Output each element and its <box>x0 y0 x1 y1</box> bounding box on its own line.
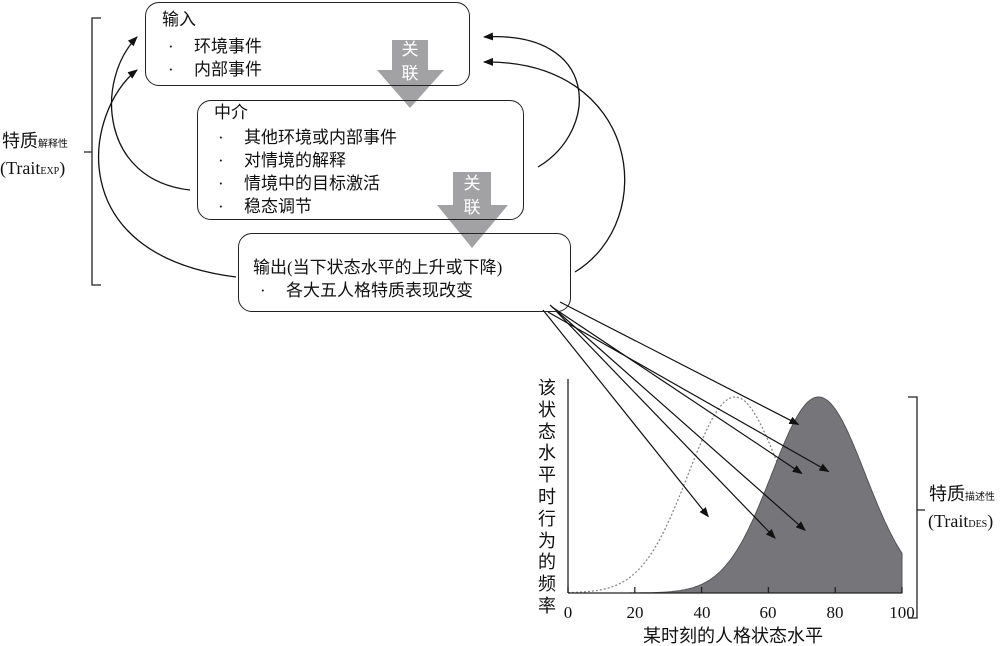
feedback-arrow-output-to-input-right <box>483 57 626 273</box>
input-item-label: 内部事件 <box>194 60 262 79</box>
bullet: · <box>218 128 224 147</box>
link-arrow-2-label: 关联 <box>454 172 490 220</box>
bullet: · <box>218 174 224 193</box>
x-tick-label: 60 <box>759 603 777 622</box>
chart-y-label: 该状态水平时行为的频率 <box>538 378 556 616</box>
output-to-chart-arrows <box>542 301 830 539</box>
trait-descriptive-label: 特质描述性 <box>929 484 995 508</box>
label-main: (Trait <box>0 158 41 178</box>
bullet: · <box>260 281 266 300</box>
shaded-distribution-curve <box>568 396 903 594</box>
label-sub: 解释性 <box>38 139 68 150</box>
bullet: · <box>168 37 174 56</box>
mediator-item-label: 情境中的目标激活 <box>244 174 380 193</box>
trait-des-label: (TraitDES) <box>928 511 993 535</box>
change-arrow <box>551 306 803 474</box>
x-tick-label: 20 <box>626 603 644 622</box>
link-label-line: 关 <box>463 174 481 193</box>
link-arrow-1 <box>377 40 444 108</box>
dotted-distribution-curve <box>567 396 903 594</box>
chart <box>567 379 903 594</box>
change-arrow <box>542 309 709 518</box>
x-tick-label: 0 <box>563 603 573 622</box>
bullet: · <box>218 151 224 170</box>
label-sub: 描述性 <box>965 492 995 503</box>
mediator-item: · 对情境的解释 <box>218 149 346 172</box>
mediator-item-label: 稳态调节 <box>244 197 312 216</box>
mediator-box <box>197 100 524 220</box>
output-item-label: 各大五人格特质表现改变 <box>286 281 473 300</box>
mediator-item: · 稳态调节 <box>218 195 312 218</box>
label-sub: DES <box>968 519 988 530</box>
mediator-title: 中介 <box>214 103 248 122</box>
chart-x-label: 某时刻的人格状态水平 <box>643 626 823 646</box>
feedback-arrow-mediator-to-input-left <box>110 36 191 191</box>
x-tick-label: 40 <box>693 603 711 622</box>
feedback-arrow-mediator-to-input-right <box>483 32 580 168</box>
trait-exp-label: (TraitEXP) <box>0 158 65 182</box>
x-tick-label: 100 <box>889 603 915 622</box>
link-arrow-2 <box>437 172 508 248</box>
label-close: ) <box>59 158 66 178</box>
mediator-item-label: 对情境的解释 <box>244 151 346 170</box>
output-title: 输出(当下状态水平的上升或下降) <box>253 258 503 277</box>
input-title: 输入 <box>162 10 196 29</box>
change-arrow <box>559 301 800 425</box>
change-arrow <box>555 310 776 539</box>
mediator-item-label: 其他环境或内部事件 <box>244 128 397 147</box>
mediator-item: · 其他环境或内部事件 <box>218 126 397 149</box>
mediator-item: · 情境中的目标激活 <box>218 172 380 195</box>
bullet: · <box>218 197 224 216</box>
link-label-line: 联 <box>401 64 419 83</box>
input-box <box>145 2 470 86</box>
bullet: · <box>168 60 174 79</box>
label-sub: EXP <box>40 166 60 177</box>
output-box <box>238 233 571 312</box>
left-bracket <box>84 17 101 286</box>
input-item-label: 环境事件 <box>194 37 262 56</box>
right-bracket <box>908 396 925 619</box>
output-item: · 各大五人格特质表现改变 <box>260 279 473 302</box>
label-main: 特质 <box>2 131 38 151</box>
change-arrow <box>549 304 806 531</box>
x-tick-label: 80 <box>826 603 844 622</box>
link-label-line: 关 <box>401 40 419 59</box>
label-close: ) <box>987 511 994 531</box>
input-item: · 内部事件 <box>168 58 262 81</box>
link-arrow-1-label: 关联 <box>392 38 428 86</box>
link-label-line: 联 <box>463 198 481 217</box>
change-arrow <box>547 311 830 473</box>
input-item: · 环境事件 <box>168 35 262 58</box>
label-main: (Trait <box>928 511 969 531</box>
feedback-arrow-output-to-input-left <box>98 69 237 278</box>
label-main: 特质 <box>929 484 965 504</box>
trait-explanatory-label: 特质解释性 <box>2 131 68 155</box>
